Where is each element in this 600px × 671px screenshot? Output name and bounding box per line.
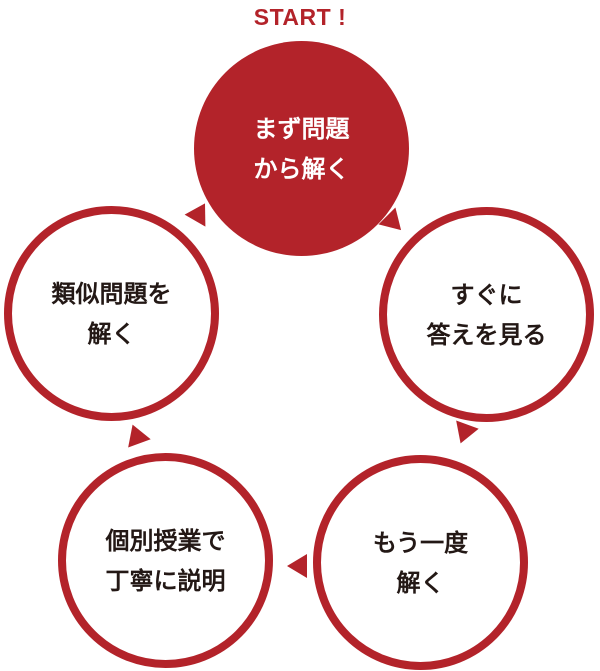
step-solve-again: もう一度 解く xyxy=(313,455,528,670)
step-solve-similar-line-2: 解く xyxy=(87,319,136,348)
arrow-up-icon xyxy=(121,420,151,448)
step-solve-again-line-2: 解く xyxy=(396,568,445,597)
step-solve-first: まず問題 から解く xyxy=(194,41,409,256)
step-solve-similar-line-1: 類似問題を xyxy=(51,279,172,308)
start-label: START ! xyxy=(253,4,347,30)
arrow-left-icon xyxy=(287,554,307,578)
step-private-lesson: 個別授業で 丁寧に説明 xyxy=(58,453,273,668)
arrow-down-icon xyxy=(449,420,479,448)
step-private-lesson-line-2: 丁寧に説明 xyxy=(105,566,226,595)
step-solve-first-line-1: まず問題 xyxy=(253,114,350,143)
step-check-answer-line-2: 答えを見る xyxy=(426,320,547,349)
step-check-answer-line-1: すぐに xyxy=(450,280,523,309)
step-solve-similar: 類似問題を 解く xyxy=(4,206,219,421)
step-solve-again-line-1: もう一度 xyxy=(372,528,469,557)
step-private-lesson-line-1: 個別授業で xyxy=(105,526,226,555)
step-check-answer: すぐに 答えを見る xyxy=(379,207,594,422)
step-solve-first-line-2: から解く xyxy=(253,154,350,183)
